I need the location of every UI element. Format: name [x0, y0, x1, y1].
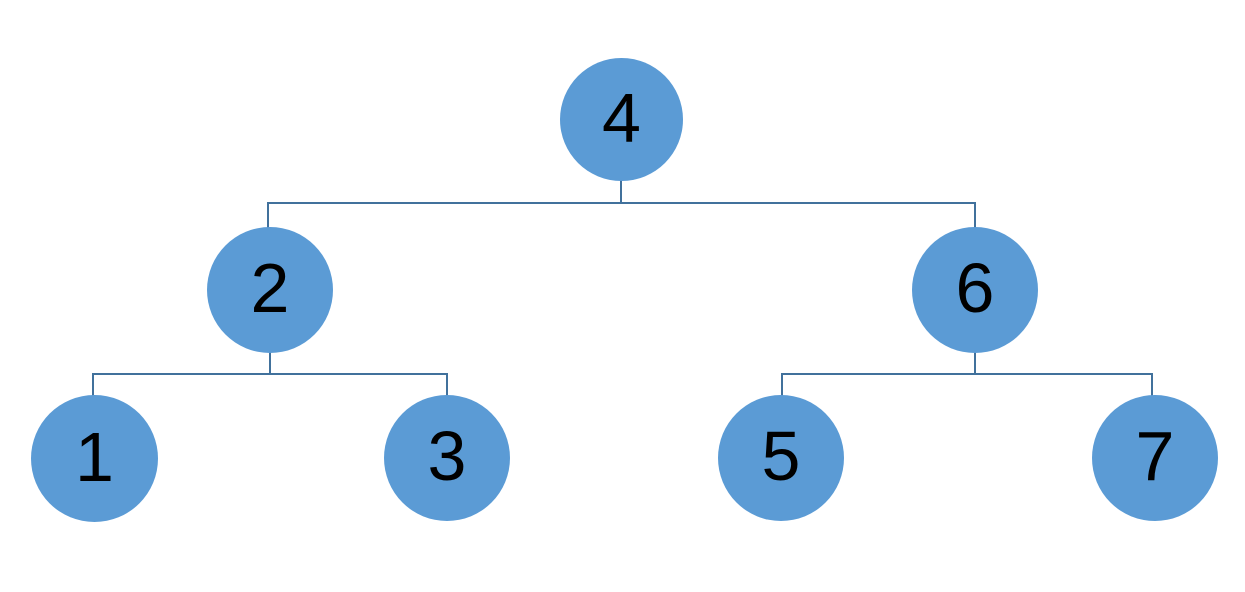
tree-node-6-label: 6: [955, 249, 995, 327]
tree-node-5: 5: [718, 395, 844, 521]
connector-4-6-drop: [974, 202, 976, 228]
tree-node-4-label: 4: [602, 78, 641, 157]
tree-node-7-label: 7: [1135, 417, 1175, 495]
connector-2-stem: [269, 352, 271, 374]
tree-node-7: 7: [1092, 395, 1218, 521]
connector-level2-right-hbar: [781, 373, 1153, 375]
tree-node-5-label: 5: [761, 417, 801, 495]
connector-4-2-drop: [267, 202, 269, 228]
connector-level1-hbar: [267, 202, 976, 204]
tree-node-2: 2: [207, 227, 333, 353]
tree-node-2-label: 2: [250, 249, 290, 327]
connector-6-5-drop: [781, 373, 783, 396]
tree-node-6: 6: [912, 227, 1038, 353]
connector-2-3-drop: [446, 373, 448, 396]
connector-2-1-drop: [92, 373, 94, 396]
connector-level2-left-hbar: [92, 373, 448, 375]
tree-node-3: 3: [384, 395, 510, 521]
tree-node-1-label: 1: [75, 417, 114, 496]
tree-node-1: 1: [31, 395, 158, 522]
tree-node-3-label: 3: [427, 417, 467, 495]
connector-6-7-drop: [1151, 373, 1153, 396]
tree-node-4: 4: [560, 58, 683, 181]
connector-6-stem: [974, 352, 976, 374]
connector-4-stem: [620, 180, 622, 203]
